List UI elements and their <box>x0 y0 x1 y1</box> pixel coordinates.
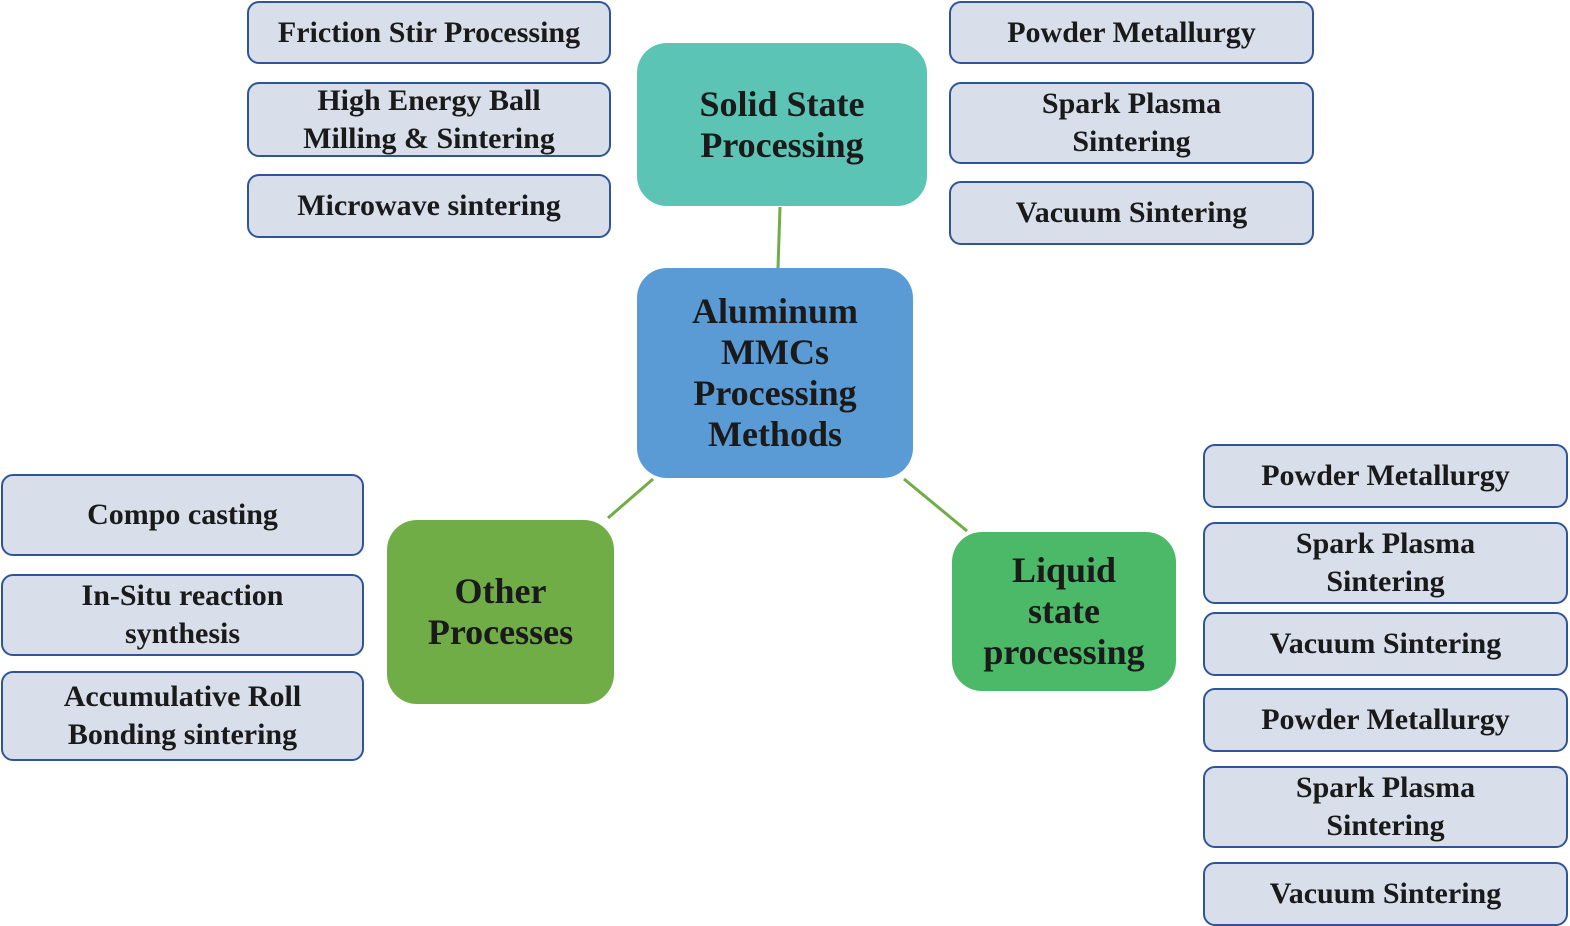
liquid-item: Vacuum Sintering <box>1203 862 1568 926</box>
solid-left-item: Microwave sintering <box>247 174 611 238</box>
solid-right-item: Powder Metallurgy <box>949 1 1314 64</box>
liquid-item: Spark Plasma Sintering <box>1203 522 1568 604</box>
other-processes-node: Other Processes <box>387 520 614 704</box>
solid-right-item: Spark Plasma Sintering <box>949 82 1314 164</box>
other-item: In-Situ reaction synthesis <box>1 574 364 656</box>
liquid-item: Powder Metallurgy <box>1203 688 1568 752</box>
other-item: Compo casting <box>1 474 364 556</box>
liquid-item: Spark Plasma Sintering <box>1203 766 1568 848</box>
solid-left-item: High Energy Ball Milling & Sintering <box>247 82 611 157</box>
solid-state-node: Solid State Processing <box>637 43 927 206</box>
connector-center-solid-state <box>776 206 782 269</box>
connector-center-liquid-state <box>903 477 968 533</box>
liquid-state-node: Liquid state processing <box>952 532 1176 691</box>
solid-right-item: Vacuum Sintering <box>949 181 1314 245</box>
solid-left-item: Friction Stir Processing <box>247 1 611 64</box>
center-node: Aluminum MMCs Processing Methods <box>637 268 913 478</box>
liquid-item: Vacuum Sintering <box>1203 612 1568 676</box>
liquid-item: Powder Metallurgy <box>1203 444 1568 508</box>
connector-center-other <box>607 477 654 520</box>
other-item: Accumulative Roll Bonding sintering <box>1 671 364 761</box>
